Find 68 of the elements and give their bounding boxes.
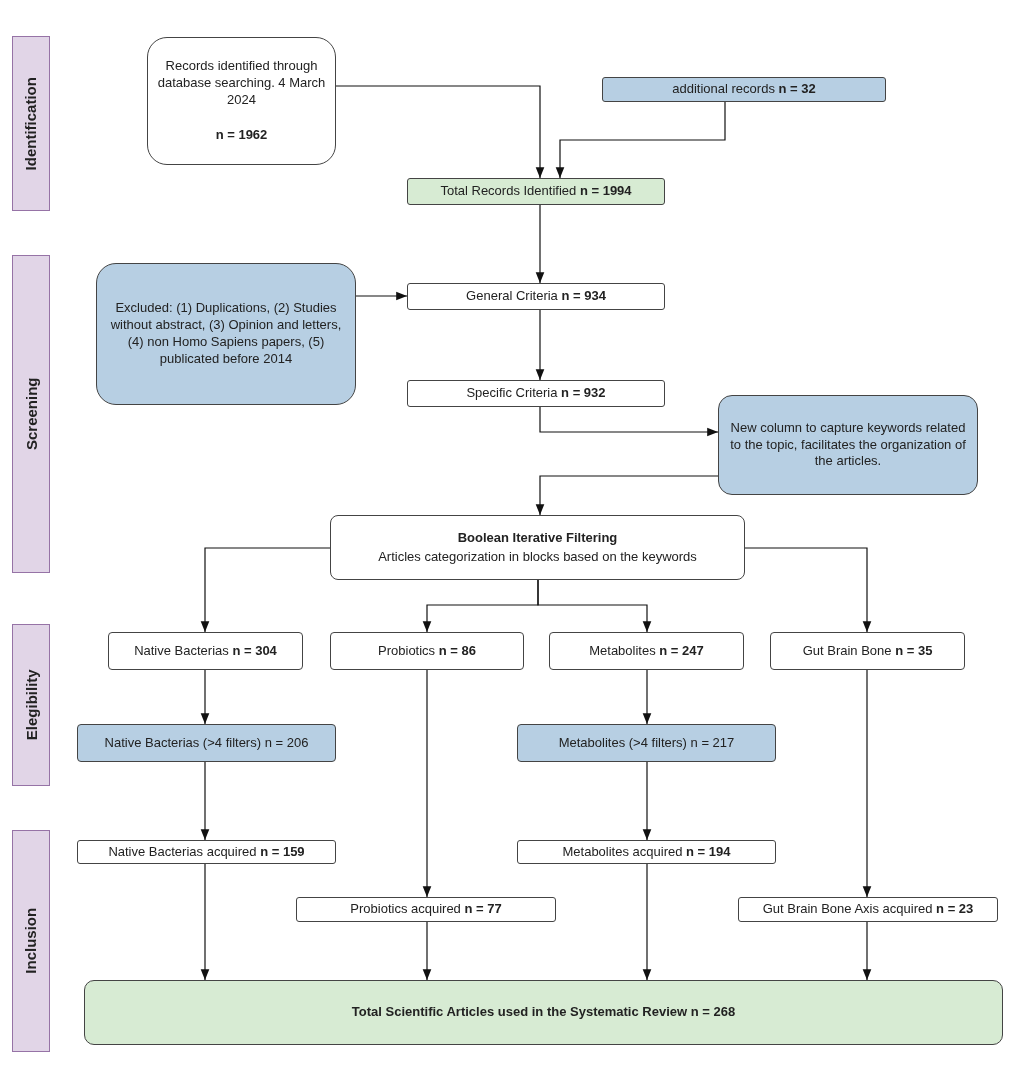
box-text: Records identified through database searching. 4 March 2024 (156, 58, 327, 109)
box-text: Articles categorization in blocks based on the keywords (378, 548, 697, 566)
box-text: additional records n = 32 (672, 81, 816, 98)
arrow (200, 761, 210, 841)
stage-label: Screening (21, 377, 41, 451)
arrow (422, 921, 432, 981)
stage-label: Identification (21, 76, 41, 171)
arrow (555, 101, 726, 179)
box-text: Specific Criteria n = 932 (466, 385, 606, 402)
box-text: Probiotics acquired n = 77 (350, 901, 502, 918)
arrow (862, 669, 872, 898)
stage-band (12, 624, 50, 786)
process-box (517, 840, 776, 864)
arrow (200, 547, 331, 633)
process-box (407, 178, 665, 205)
process-box (407, 380, 665, 407)
box-text: Excluded: (1) Duplications, (2) Studies without abstract, (3) Opinion and letters, (4) non Homo Sapiens papers, (5) publicated before 2014 (109, 300, 343, 368)
box-text: General Criteria n = 934 (466, 288, 606, 305)
arrow (355, 291, 408, 301)
box-text: Probiotics n = 86 (378, 642, 476, 660)
result-box (84, 980, 1003, 1045)
box-text: Metabolites acquired n = 194 (562, 843, 731, 861)
process-box (77, 840, 336, 864)
box-text: Total Scientific Articles used in the Systematic Review n = 268 (351, 1004, 736, 1021)
process-box (108, 632, 303, 670)
arrow (537, 579, 652, 633)
box-text: Gut Brain Bone n = 35 (802, 642, 933, 660)
arrow (642, 863, 652, 981)
box-text: n = 1962 (215, 126, 268, 144)
arrow (539, 406, 719, 437)
process-box (770, 632, 965, 670)
process-box (602, 77, 886, 102)
arrow (744, 547, 872, 633)
process-box (77, 724, 336, 762)
process-box (738, 897, 998, 922)
arrow (200, 863, 210, 981)
stage-band (12, 830, 50, 1052)
process-box (407, 283, 665, 310)
box-text: Native Bacterias acquired n = 159 (108, 843, 305, 861)
process-box (330, 632, 524, 670)
arrow (642, 669, 652, 725)
stage-band (12, 36, 50, 211)
box-text: Boolean Iterative Filtering (457, 529, 618, 547)
box-text: New column to capture keywords related to the topic, facilitates the organization of the articles. (729, 419, 967, 471)
box-text: Native Bacterias (>4 filters) n = 206 (104, 734, 309, 752)
exclusion-box (96, 263, 356, 405)
arrow (535, 475, 719, 516)
arrow (422, 669, 432, 898)
note-box (718, 395, 978, 495)
arrow (642, 761, 652, 841)
process-box (549, 632, 744, 670)
arrow (200, 669, 210, 725)
arrow (335, 85, 545, 179)
arrow (862, 921, 872, 981)
process-box (147, 37, 336, 165)
process-box (517, 724, 776, 762)
box-text: Metabolites (>4 filters) n = 217 (558, 734, 735, 752)
box-text: Native Bacterias n = 304 (134, 642, 277, 660)
stage-band (12, 255, 50, 573)
stage-label: Elegibility (21, 669, 41, 741)
arrow (535, 309, 545, 381)
box-text: Gut Brain Bone Axis acquired n = 23 (762, 901, 974, 918)
stage-label: Inclusion (21, 908, 41, 974)
box-text: Total Records Identified n = 1994 (440, 183, 632, 200)
box-text: Metabolites n = 247 (589, 642, 704, 660)
process-box (330, 515, 745, 580)
arrow (535, 204, 545, 284)
process-box (296, 897, 556, 922)
